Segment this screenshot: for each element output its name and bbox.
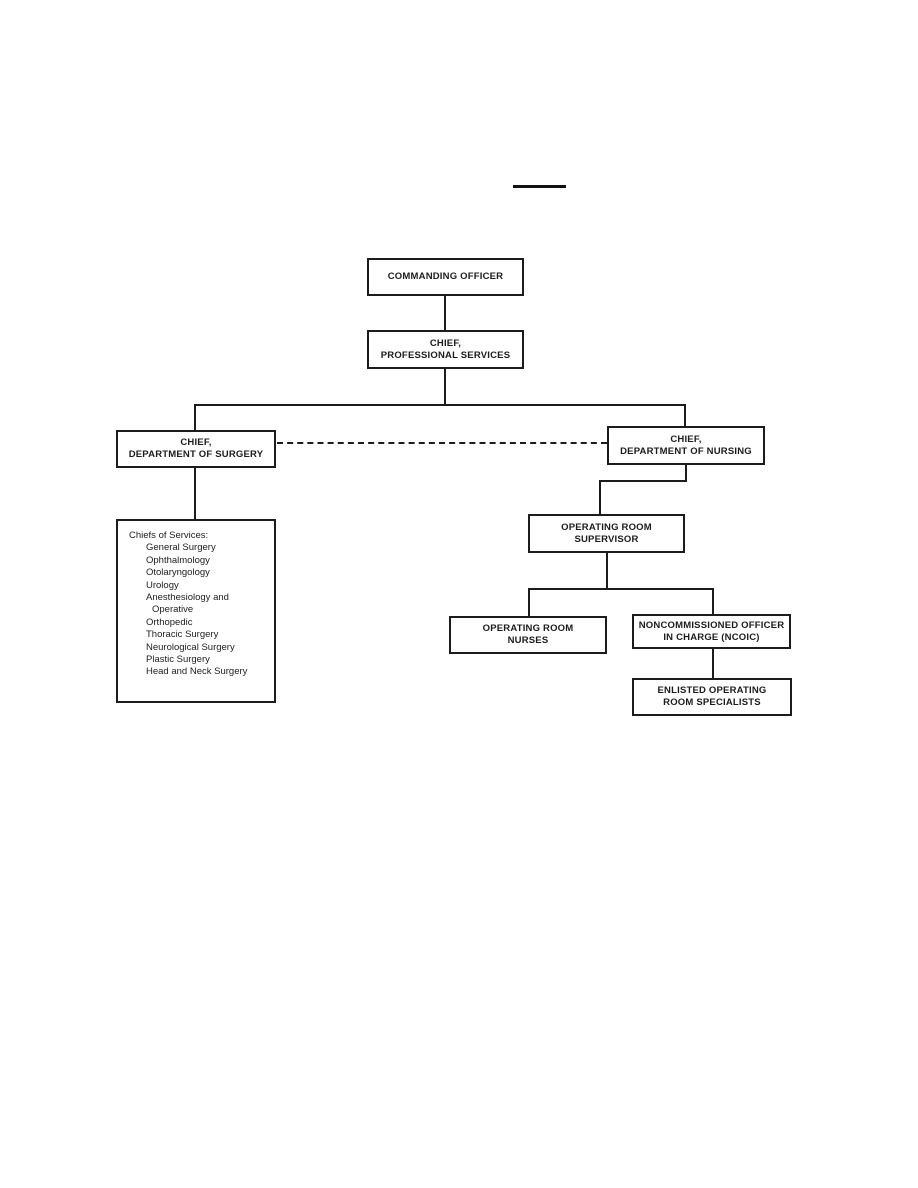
node-label: SUPERVISOR xyxy=(574,533,639,545)
connector-down-to-nursing xyxy=(684,404,686,427)
node-label: CHIEF, xyxy=(180,437,212,448)
connector-down-to-nurses xyxy=(528,588,530,616)
connector-co-to-cps xyxy=(444,295,446,331)
service-item: General Surgery xyxy=(146,542,216,554)
connector-down-to-supervisor xyxy=(599,480,601,514)
connector-down-to-ncoic xyxy=(712,588,714,615)
service-item: Neurological Surgery xyxy=(146,641,235,653)
node-label: COMMANDING OFFICER xyxy=(387,271,504,282)
node-chief-department-of-nursing: CHIEF, DEPARTMENT OF NURSING xyxy=(607,426,765,465)
blank-title-underline xyxy=(513,185,566,188)
service-item: Otolaryngology xyxy=(146,567,210,579)
connector-ncoic-to-enlisted xyxy=(712,648,714,678)
connector-nursing-down xyxy=(685,464,687,482)
connector-surgery-to-services xyxy=(194,467,196,520)
node-label: CHIEF, xyxy=(670,433,702,445)
service-item: Orthopedic xyxy=(146,616,193,628)
services-list-box: Chiefs of Services: General Surgery Opht… xyxy=(116,519,276,703)
connector-supervisor-down xyxy=(606,552,608,590)
node-label: DEPARTMENT OF NURSING xyxy=(620,445,752,457)
connector-lower-split xyxy=(528,588,714,590)
connector-horizontal-split xyxy=(194,404,686,406)
node-label: NURSES xyxy=(507,635,549,646)
node-enlisted-operating-room-specialists: ENLISTED OPERATING ROOM SPECIALISTS xyxy=(632,678,792,716)
service-item: Urology xyxy=(146,579,179,591)
node-label: PROFESSIONAL SERVICES xyxy=(380,349,511,361)
node-operating-room-supervisor: OPERATING ROOM SUPERVISOR xyxy=(528,514,685,553)
node-ncoic: NONCOMMISSIONED OFFICER IN CHARGE (NCOIC… xyxy=(632,614,791,649)
node-label: NONCOMMISSIONED OFFICER xyxy=(638,619,785,631)
connector-cps-down xyxy=(444,368,446,406)
node-label: DEPARTMENT OF SURGERY xyxy=(128,449,264,460)
service-item: Head and Neck Surgery xyxy=(146,666,248,678)
connector-dashed-surgery-nursing xyxy=(277,442,607,444)
node-label: OPERATING ROOM xyxy=(561,521,652,533)
node-commanding-officer: COMMANDING OFFICER xyxy=(367,258,524,296)
service-item: Thoracic Surgery xyxy=(146,629,219,641)
service-item: Anesthesiology and xyxy=(146,592,229,604)
service-item-continuation: Operative xyxy=(152,604,194,616)
node-label: IN CHARGE (NCOIC) xyxy=(663,631,760,643)
node-chief-department-of-surgery: CHIEF, DEPARTMENT OF SURGERY xyxy=(116,430,276,468)
connector-nursing-jog-left xyxy=(599,480,687,482)
node-label: ROOM SPECIALISTS xyxy=(663,697,761,708)
node-operating-room-nurses: OPERATING ROOM NURSES xyxy=(449,616,607,654)
services-list-heading: Chiefs of Services: xyxy=(129,530,209,541)
service-item: Plastic Surgery xyxy=(146,654,210,666)
service-item: Ophthalmology xyxy=(146,554,210,566)
node-label: ENLISTED OPERATING xyxy=(657,685,767,696)
node-label: CHIEF, xyxy=(429,337,462,349)
node-chief-professional-services: CHIEF, PROFESSIONAL SERVICES xyxy=(367,330,524,369)
node-label: OPERATING ROOM xyxy=(482,623,574,634)
connector-down-to-surgery xyxy=(194,404,196,431)
